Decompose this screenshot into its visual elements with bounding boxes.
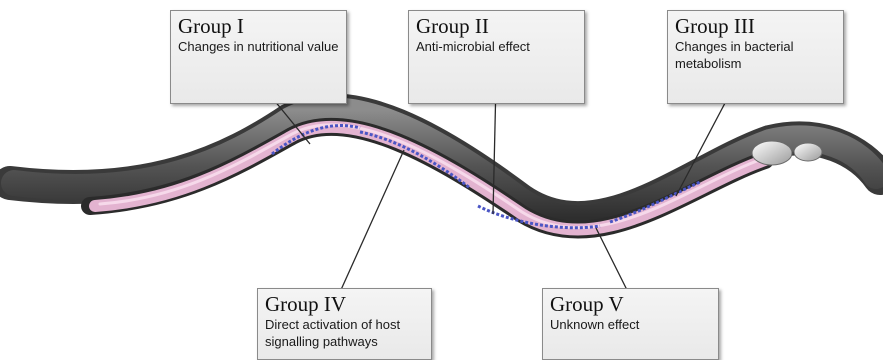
group-1-title: Group I (178, 14, 339, 38)
group-5-callout: Group V Unknown effect (542, 288, 719, 360)
group-4-callout: Group IV Direct activation of host signa… (257, 288, 432, 360)
group-5-title: Group V (550, 292, 711, 316)
group-2-title: Group II (416, 14, 577, 38)
group-2-description: Anti-microbial effect (416, 38, 577, 55)
group-4-description: Direct activation of host signalling pat… (265, 316, 424, 350)
group-3-description: Changes in bacterial metabolism (675, 38, 836, 72)
group-3-callout: Group III Changes in bacterial metabolis… (667, 10, 844, 104)
group-4-title: Group IV (265, 292, 424, 316)
leader-line-group-4 (340, 150, 404, 292)
group-1-callout: Group I Changes in nutritional value (170, 10, 347, 104)
leader-line-group-5 (596, 228, 628, 292)
group-5-description: Unknown effect (550, 316, 711, 333)
group-2-callout: Group II Anti-microbial effect (408, 10, 585, 104)
group-3-title: Group III (675, 14, 836, 38)
pharynx-bulb (752, 141, 792, 165)
pharynx-bulb-front (794, 143, 822, 161)
group-1-description: Changes in nutritional value (178, 38, 339, 55)
